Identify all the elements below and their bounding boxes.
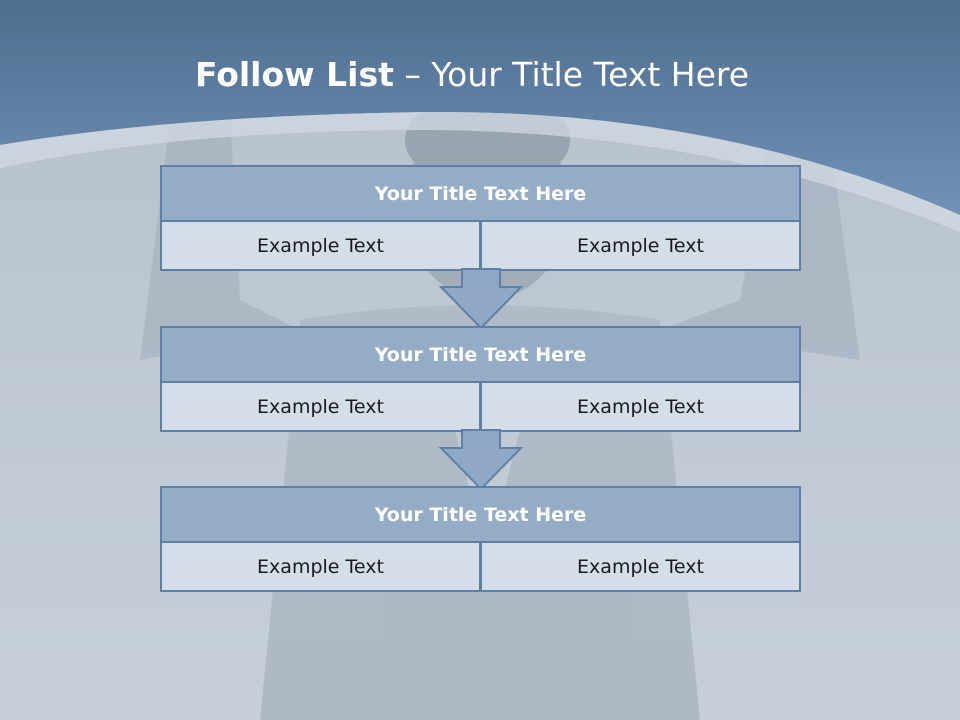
- title-rest-part: – Your Title Text Here: [393, 55, 750, 94]
- down-arrow-icon: [438, 268, 524, 330]
- block-3-title: Your Title Text Here: [160, 486, 801, 543]
- block-2-left-cell: Example Text: [160, 383, 481, 432]
- block-1-left-cell: Example Text: [160, 222, 481, 271]
- block-2-right-cell: Example Text: [480, 383, 801, 432]
- flow-block-1: Your Title Text Here Example Text Exampl…: [160, 165, 801, 271]
- flow-block-2: Your Title Text Here Example Text Exampl…: [160, 326, 801, 432]
- block-2-title: Your Title Text Here: [160, 326, 801, 383]
- flow-block-3: Your Title Text Here Example Text Exampl…: [160, 486, 801, 592]
- block-3-left-cell: Example Text: [160, 543, 481, 592]
- down-arrow-icon: [438, 429, 524, 491]
- slide-title: Follow List – Your Title Text Here: [0, 52, 944, 98]
- block-3-right-cell: Example Text: [480, 543, 801, 592]
- block-1-right-cell: Example Text: [480, 222, 801, 271]
- title-bold-part: Follow List: [194, 55, 394, 94]
- block-1-title: Your Title Text Here: [160, 165, 801, 222]
